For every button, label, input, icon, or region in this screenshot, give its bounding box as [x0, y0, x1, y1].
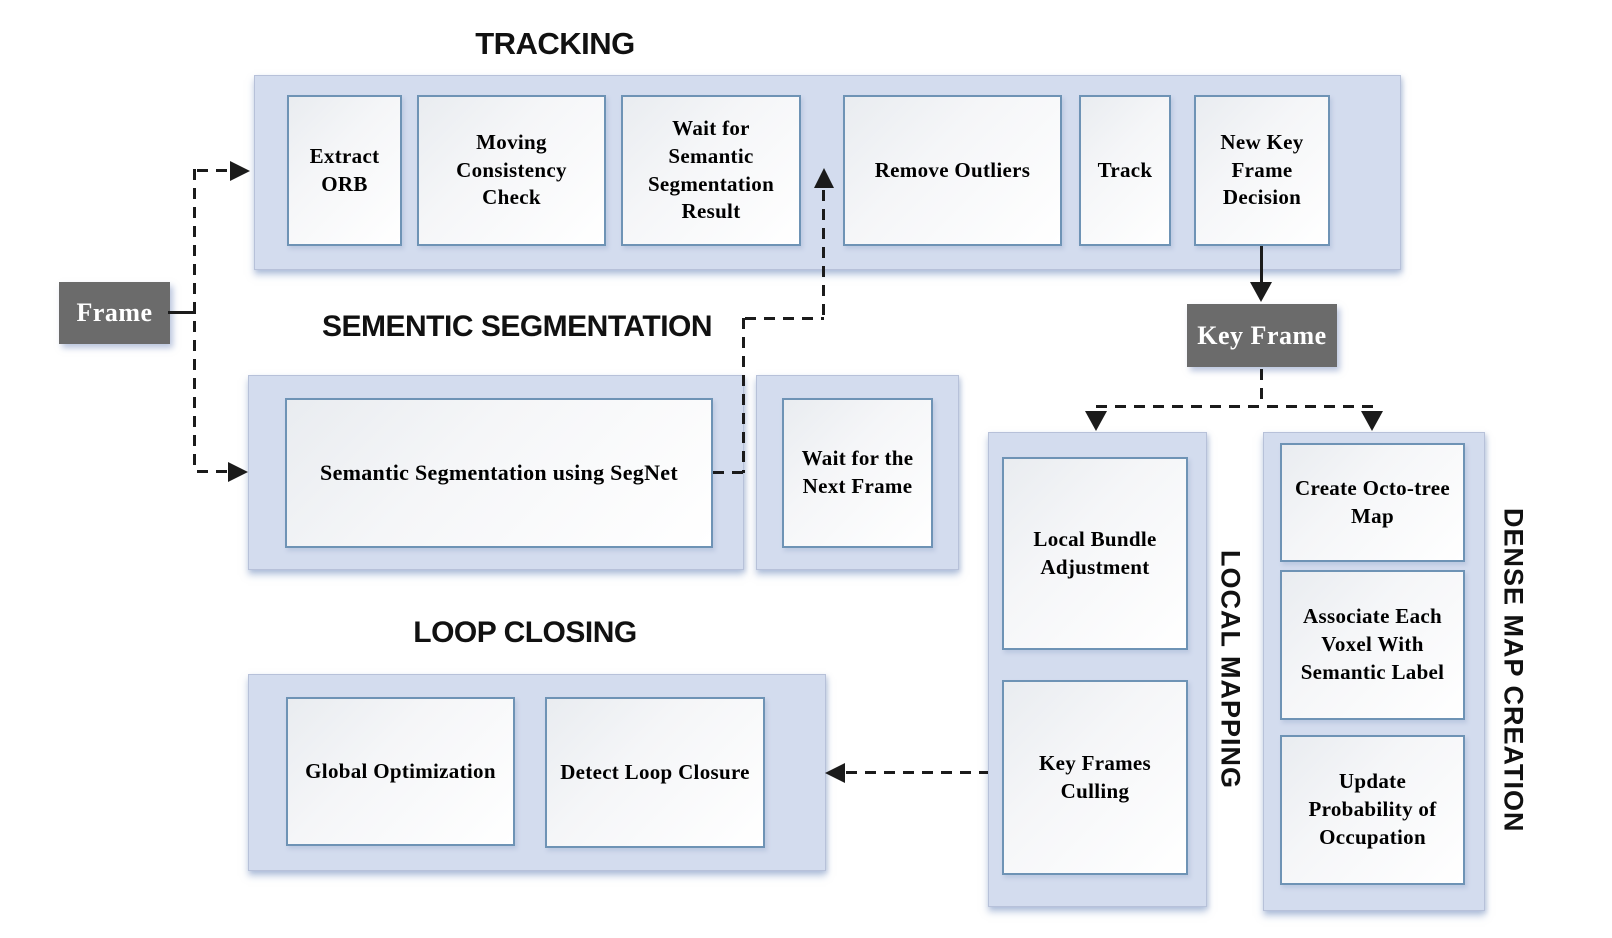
tracking-title: TRACKING — [475, 26, 635, 61]
arrowhead-left-icon — [825, 763, 845, 783]
connector-frame-to-semantic — [197, 470, 229, 473]
box-associate-voxel-semantic-label: Associate Each Voxel With Semantic Label — [1280, 570, 1465, 720]
connector-frame-to-tracking — [197, 169, 231, 172]
arrowhead-down-icon — [1085, 411, 1107, 431]
box-create-octo-tree-map: Create Octo-tree Map — [1280, 443, 1465, 562]
semantic-segmentation-title: SEMENTIC SEGMENTATION — [321, 310, 713, 343]
arrowhead-down-icon — [1250, 282, 1272, 302]
box-detect-loop-closure: Detect Loop Closure — [545, 697, 765, 848]
box-wait-next-frame: Wait for the Next Frame — [782, 398, 933, 548]
frame-node: Frame — [59, 282, 170, 344]
box-remove-outliers: Remove Outliers — [843, 95, 1062, 246]
box-key-frames-culling: Key Frames Culling — [1002, 680, 1188, 875]
dense-map-creation-title: DENSE MAP CREATION — [1498, 507, 1529, 833]
arrowhead-right-icon — [228, 462, 248, 482]
connector-segnet-up-2 — [822, 190, 825, 318]
box-global-optimization: Global Optimization — [286, 697, 515, 846]
box-new-key-frame-decision: New Key Frame Decision — [1194, 95, 1330, 246]
box-moving-consistency-check: Moving Consistency Check — [417, 95, 606, 246]
box-local-bundle-adjustment: Local Bundle Adjustment — [1002, 457, 1188, 650]
box-track: Track — [1079, 95, 1171, 246]
box-extract-orb: Extract ORB — [287, 95, 402, 246]
local-mapping-title: LOCAL MAPPING — [1215, 550, 1246, 790]
arrowhead-down-icon — [1361, 411, 1383, 431]
arrowhead-up-icon — [814, 168, 834, 188]
arrowhead-right-icon — [230, 161, 250, 181]
key-frame-node: Key Frame — [1187, 304, 1337, 367]
connector-segnet-across — [745, 317, 824, 320]
connector-frame-stub — [168, 311, 196, 314]
connector-keyframe-split — [1096, 405, 1373, 408]
connector-culling-to-loop — [846, 771, 988, 774]
connector-segnet-up-1 — [742, 318, 745, 473]
connector-decision-to-keyframe — [1260, 246, 1263, 284]
box-semantic-segmentation-segnet: Semantic Segmentation using SegNet — [285, 398, 713, 548]
connector-keyframe-down — [1260, 369, 1263, 407]
connector-frame-branch — [193, 169, 196, 472]
connector-segnet-out — [713, 471, 744, 474]
box-wait-semantic-segmentation-result: Wait for Semantic Segmentation Result — [621, 95, 801, 246]
box-update-probability-occupation: Update Probability of Occupation — [1280, 735, 1465, 885]
loop-closing-title: LOOP CLOSING — [413, 616, 637, 649]
